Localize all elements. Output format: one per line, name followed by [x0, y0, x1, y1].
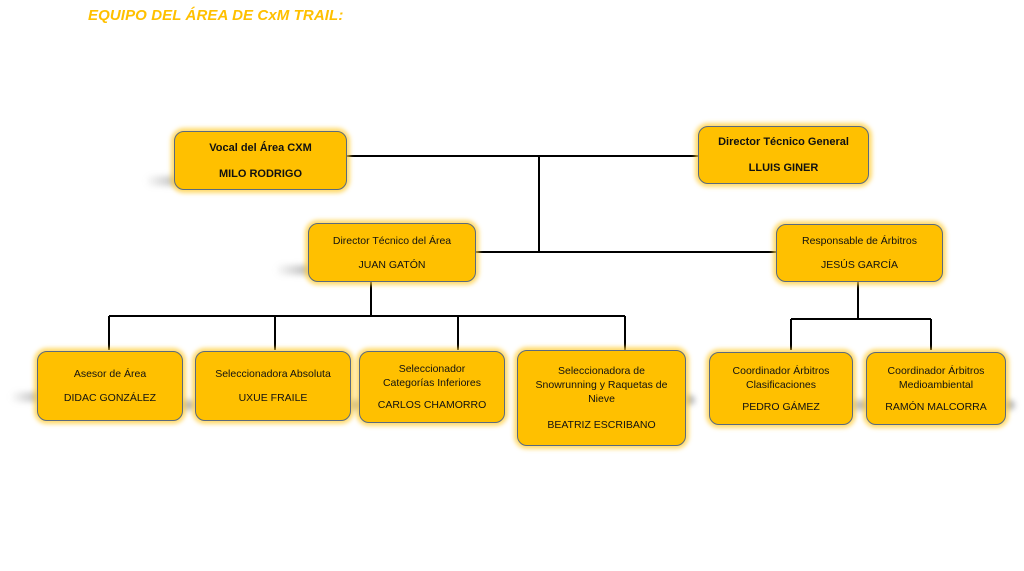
- chart-title: EQUIPO DEL ÁREA DE CxM TRAIL:: [88, 7, 344, 24]
- node-person: LLUIS GINER: [748, 162, 819, 174]
- node-role: Asesor de Área: [73, 368, 147, 380]
- node-sel-absoluta: Seleccionadora Absoluta UXUE FRAILE: [195, 351, 351, 421]
- node-sel-snow: Seleccionadora de Snowrunning y Raquetas…: [517, 350, 686, 446]
- node-person: PEDRO GÁMEZ: [742, 400, 820, 413]
- node-asesor: Asesor de Área DIDAC GONZÁLEZ: [37, 351, 183, 421]
- node-shadow: [275, 265, 315, 275]
- node-responsable-arbitros: Responsable de Árbitros JESÚS GARCÍA: [776, 224, 943, 282]
- node-person: JESÚS GARCÍA: [820, 259, 899, 271]
- node-person: BEATRIZ ESCRIBANO: [547, 419, 656, 431]
- node-role: Director Técnico General: [718, 136, 849, 148]
- node-person: JUAN GATÓN: [358, 258, 426, 271]
- node-person: RAMÓN MALCORRA: [885, 400, 987, 413]
- node-role: Responsable de Árbitros: [802, 235, 917, 247]
- node-vocal: Vocal del Área CXM MILO RODRIGO: [174, 131, 347, 190]
- node-person: CARLOS CHAMORRO: [377, 399, 487, 411]
- node-director-area: Director Técnico del Área JUAN GATÓN: [308, 223, 476, 282]
- node-person: MILO RODRIGO: [218, 167, 303, 180]
- node-role: Vocal del Área CXM: [209, 141, 312, 154]
- node-role: Director Técnico del Área: [332, 234, 452, 247]
- node-coord-medioambiental: Coordinador Árbitros Medioambiental RAMÓ…: [866, 352, 1006, 425]
- node-person: DIDAC GONZÁLEZ: [63, 392, 157, 404]
- node-role: Seleccionadora Absoluta: [215, 368, 331, 380]
- node-sel-inferiores: Seleccionador Categorías Inferiores CARL…: [359, 351, 505, 423]
- node-director-general: Director Técnico General LLUIS GINER: [698, 126, 869, 184]
- node-role: Seleccionadora de Snowrunning y Raquetas…: [535, 365, 668, 405]
- node-coord-clasificaciones: Coordinador Árbitros Clasificaciones PED…: [709, 352, 853, 425]
- node-role: Coordinador Árbitros Medioambiental: [887, 364, 985, 391]
- node-shadow: [145, 176, 185, 186]
- node-role: Seleccionador Categorías Inferiores: [382, 363, 482, 389]
- node-role: Coordinador Árbitros Clasificaciones: [732, 364, 830, 391]
- node-shadow: [10, 392, 45, 402]
- node-person: UXUE FRAILE: [238, 392, 308, 404]
